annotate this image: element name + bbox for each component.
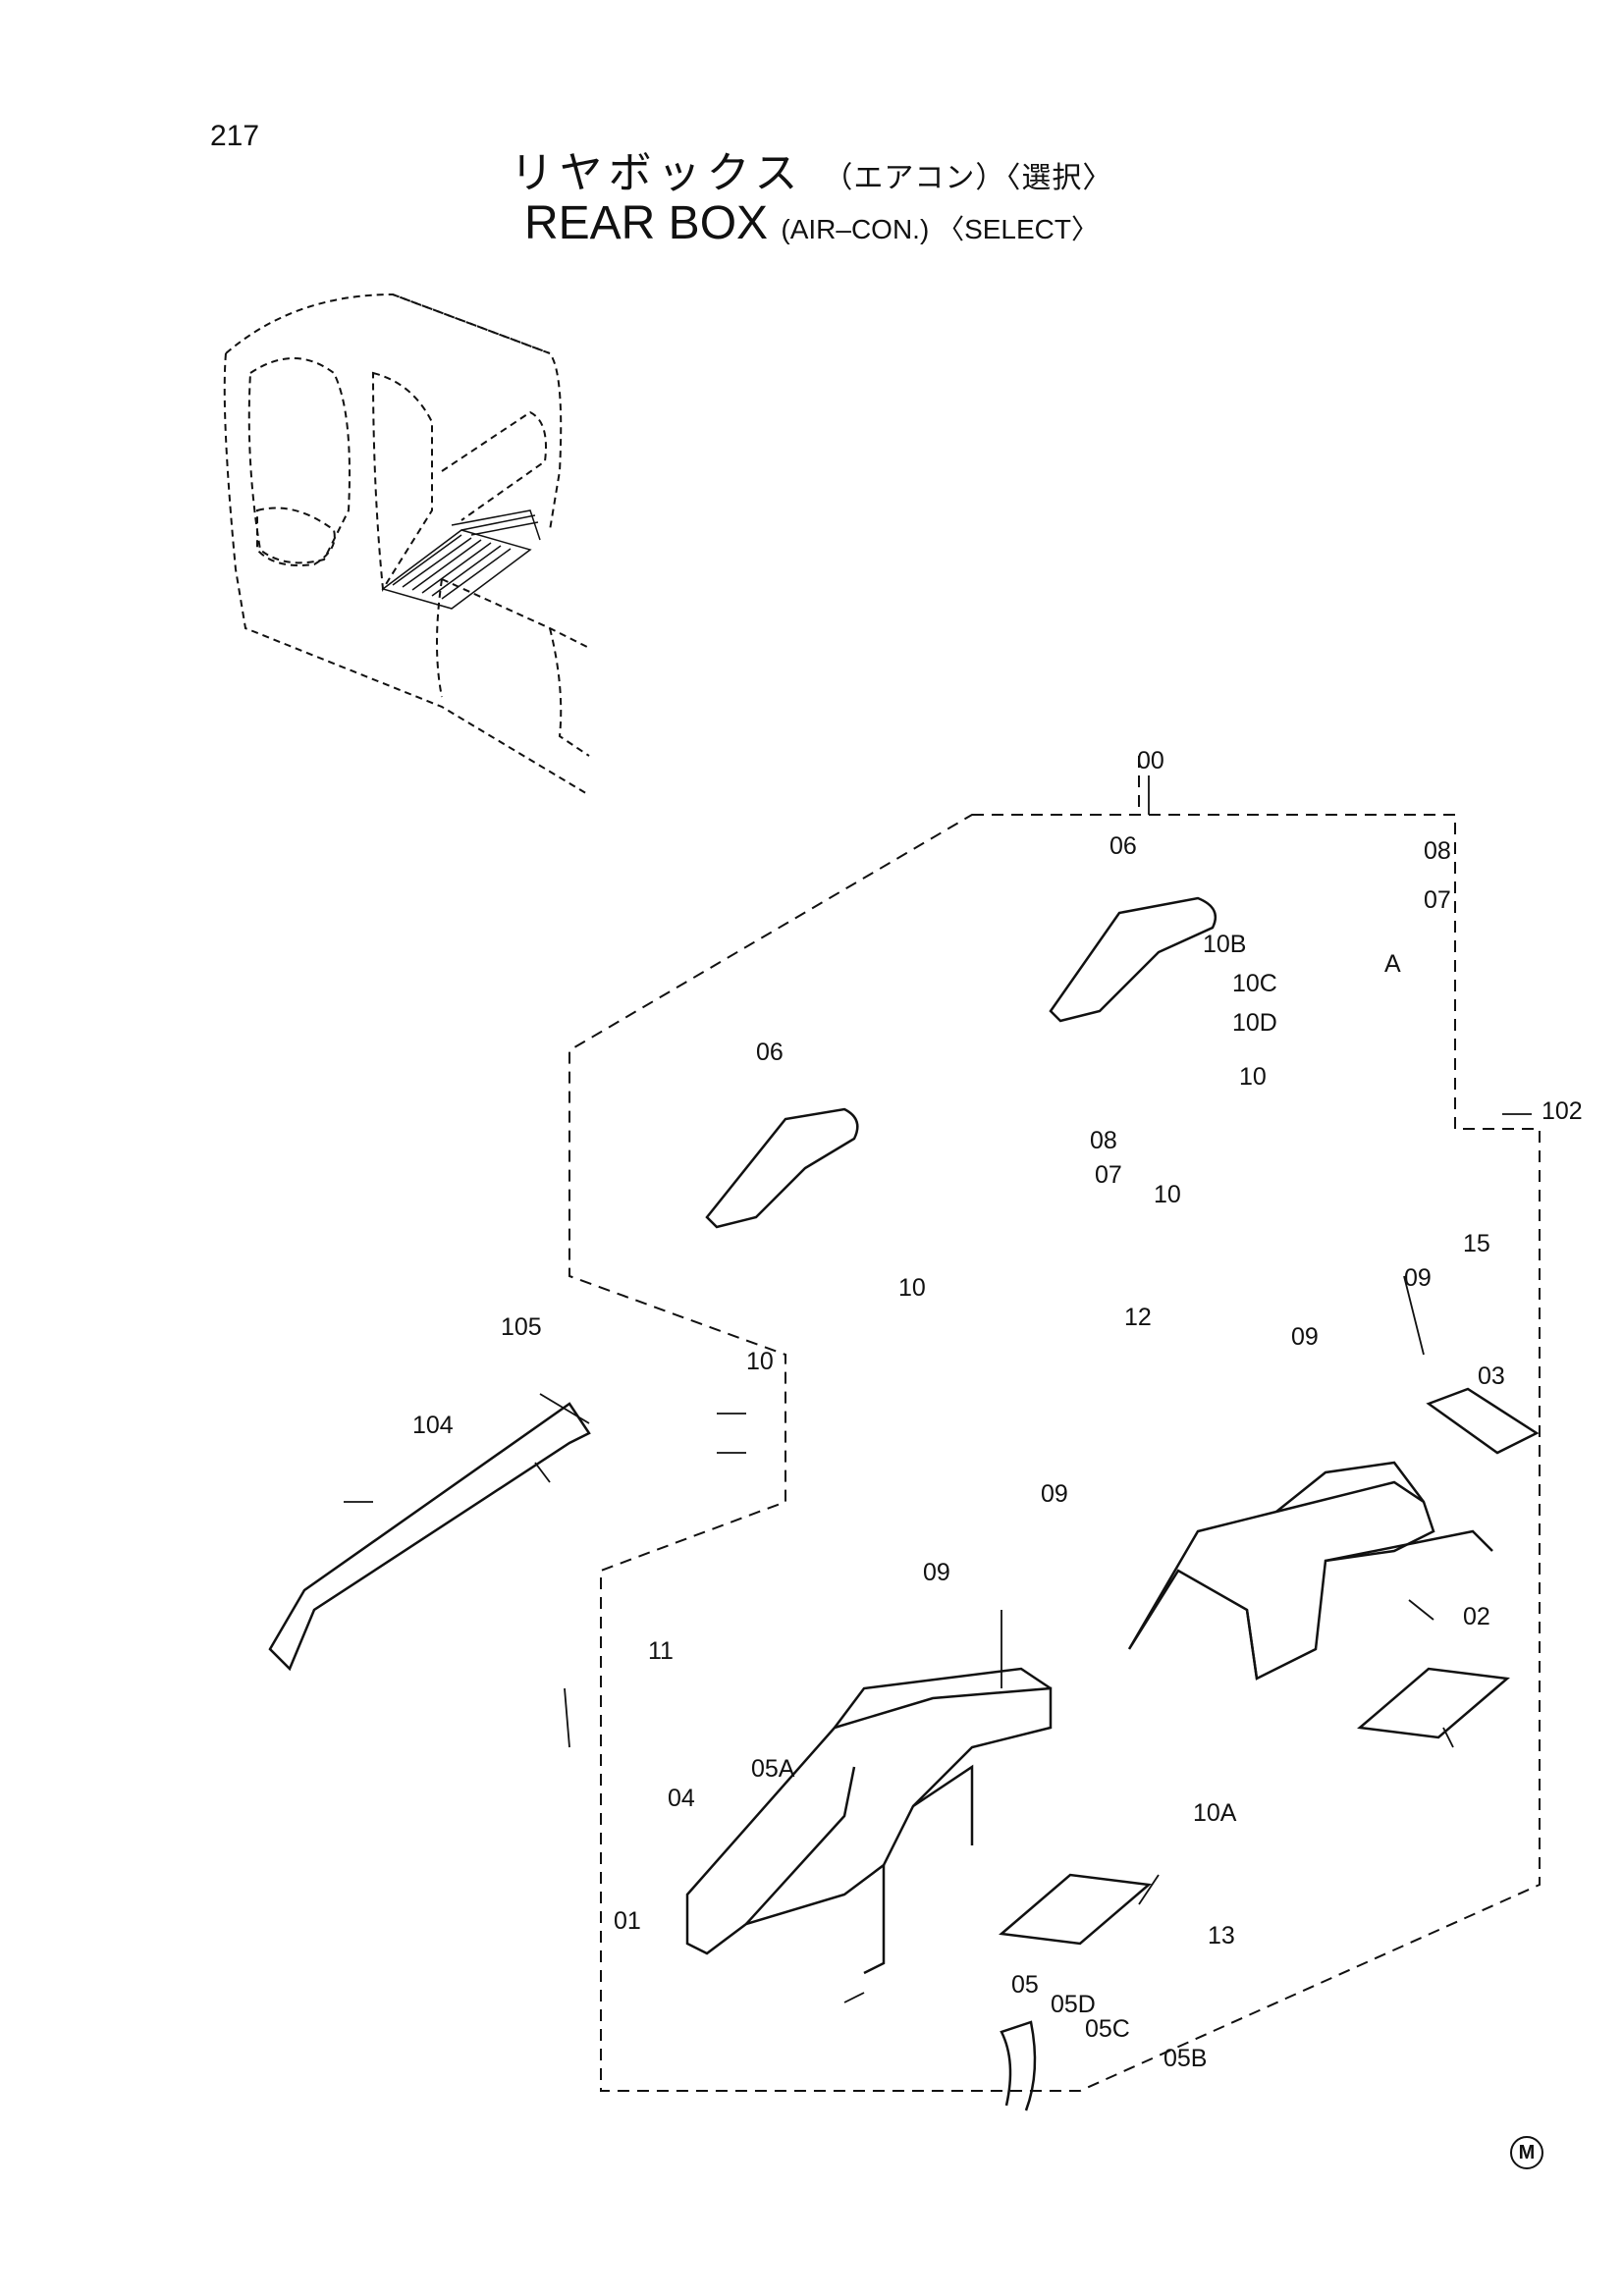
label-01: 01 [614, 1907, 641, 1935]
part-labels: 00 01 02 03 04 05 05A 05B 05C 05D 06 06 … [412, 747, 1583, 2072]
label-00: 00 [1137, 747, 1164, 774]
label-10A: 10A [1193, 1799, 1237, 1827]
duct-104 [268, 1402, 591, 1672]
bracket-02 [1127, 1461, 1493, 1681]
label-10-b: 10 [1154, 1181, 1181, 1208]
cab-illustration [223, 293, 590, 796]
label-02: 02 [1463, 1603, 1490, 1630]
label-05D: 05D [1051, 1991, 1096, 2018]
label-05: 05 [1011, 1971, 1039, 1999]
label-09-c: 09 [1041, 1480, 1068, 1508]
label-10-a: 10 [1239, 1063, 1267, 1091]
label-04: 04 [668, 1785, 695, 1812]
leader-lines [344, 775, 1532, 2003]
cover-03 [1426, 1387, 1540, 1455]
label-15: 15 [1463, 1230, 1490, 1257]
label-05C: 05C [1085, 2015, 1130, 2043]
cover-06 [705, 896, 1217, 1229]
label-10-d: 10 [746, 1348, 774, 1375]
label-08-top: 08 [1424, 837, 1451, 865]
label-10B: 10B [1203, 931, 1246, 958]
label-105: 105 [501, 1313, 542, 1341]
label-10D: 10D [1232, 1009, 1277, 1037]
title-jp-main: リヤボックス [510, 148, 804, 198]
label-09-b: 09 [1291, 1323, 1319, 1351]
title-jp-sub: （エアコン）〈選択〉 [823, 161, 1113, 195]
label-07-left: 07 [1095, 1161, 1122, 1189]
corner-mark: M [1510, 2136, 1543, 2169]
label-11: 11 [648, 1637, 674, 1665]
label-13: 13 [1208, 1922, 1235, 1949]
label-104: 104 [412, 1412, 454, 1439]
label-05B: 05B [1163, 2045, 1207, 2072]
assembly-boundary [568, 814, 1541, 2092]
label-03: 03 [1478, 1362, 1505, 1390]
seals-13 [999, 1667, 1510, 1946]
label-05A: 05A [751, 1755, 795, 1783]
bracket-01 [685, 1667, 1053, 1975]
label-07-top: 07 [1424, 886, 1451, 914]
label-09-d: 09 [923, 1559, 950, 1586]
label-06-left: 06 [756, 1039, 784, 1066]
title-japanese: リヤボックス （エアコン）〈選択〉 [0, 137, 1623, 200]
label-09-a: 09 [1404, 1264, 1432, 1292]
label-06-top: 06 [1109, 832, 1137, 860]
label-08-left: 08 [1090, 1127, 1117, 1154]
title-en-main: REAR BOX [523, 197, 769, 249]
label-12: 12 [1124, 1304, 1152, 1331]
cab-hatched-box [381, 509, 541, 610]
label-10C: 10C [1232, 970, 1277, 997]
page-number: 217 [210, 120, 260, 152]
title-english: REAR BOX (AIR–CON.) 〈SELECT〉 [0, 196, 1623, 250]
title-en-sub: (AIR–CON.) 〈SELECT〉 [781, 214, 1099, 244]
hose-05 [1000, 2020, 1037, 2111]
label-A: A [1384, 950, 1401, 978]
label-102: 102 [1542, 1097, 1583, 1125]
label-10-c: 10 [898, 1274, 926, 1302]
